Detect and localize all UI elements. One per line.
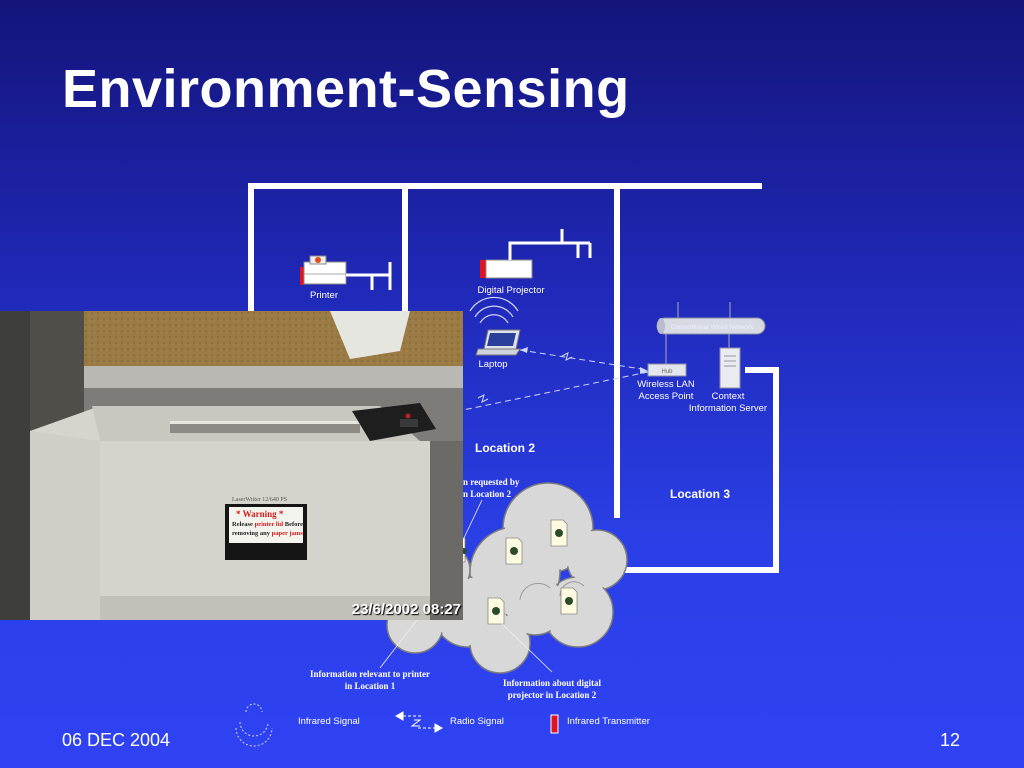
radio-waves-icon bbox=[469, 296, 519, 324]
network-label: Conventional Wired Network bbox=[671, 324, 754, 331]
server-icon bbox=[719, 347, 741, 389]
legend-radio-signal: Radio Signal bbox=[450, 716, 504, 727]
room-walls bbox=[248, 183, 779, 573]
document-icon bbox=[550, 519, 568, 547]
slide-date: 06 DEC 2004 bbox=[62, 730, 171, 750]
printer-cable bbox=[346, 262, 392, 290]
document-icon bbox=[487, 597, 505, 625]
requested-text-1: n requested by bbox=[463, 477, 520, 487]
info-printer-2: in Location 1 bbox=[345, 681, 396, 691]
server-label-2: Information Server bbox=[689, 403, 767, 414]
requested-text-2: n Location 2 bbox=[463, 489, 512, 499]
printer-label: Printer bbox=[310, 290, 338, 301]
location-3-label: Location 3 bbox=[670, 487, 730, 501]
radio-signal-icon bbox=[394, 711, 444, 733]
printer-icon bbox=[300, 255, 347, 285]
radio-signal-lines bbox=[462, 349, 649, 411]
printer-brand-label: LaserWriter 12/640 PS bbox=[232, 497, 288, 503]
warning-line-2: removing any paper jams. bbox=[232, 530, 304, 537]
warning-text: removing any bbox=[232, 530, 272, 537]
laptop-label: Laptop bbox=[478, 359, 507, 370]
wlan-label-2: Access Point bbox=[639, 391, 694, 402]
printer-photo-art bbox=[0, 311, 463, 620]
radio-arrow bbox=[640, 367, 648, 374]
infrared-transmitter-icon bbox=[550, 714, 559, 734]
warning-text: . bbox=[302, 530, 305, 537]
hub-label: Hub bbox=[661, 369, 673, 375]
warning-text: Before bbox=[283, 521, 304, 528]
printer-photo: LaserWriter 12/640 PS * Warning * Releas… bbox=[0, 311, 463, 620]
document-icon bbox=[505, 537, 523, 565]
slide-page-number: 12 bbox=[939, 730, 960, 750]
warning-text-red: paper jams bbox=[271, 530, 303, 537]
hub-icon: Hub bbox=[647, 363, 687, 377]
info-printer-1: Information relevant to printer bbox=[310, 669, 430, 679]
photo-timestamp: 23/6/2002 08:27 bbox=[351, 601, 461, 618]
info-projector-1: Information about digital bbox=[503, 678, 602, 688]
radio-zigzag bbox=[477, 352, 573, 403]
server-label-1: Context bbox=[712, 391, 745, 402]
radio-arrow bbox=[520, 347, 528, 353]
cloud-inner-lines bbox=[519, 581, 585, 601]
warning-text: Release bbox=[232, 521, 255, 528]
projector-cable bbox=[508, 229, 592, 260]
warning-line-1: Release printer lid Before bbox=[232, 521, 303, 528]
legend-infrared-signal: Infrared Signal bbox=[298, 716, 360, 727]
location-2-label: Location 2 bbox=[475, 441, 535, 455]
wlan-label-1: Wireless LAN bbox=[637, 379, 695, 390]
warning-title: * Warning * bbox=[236, 509, 284, 519]
slide-title: Environment-Sensing bbox=[62, 59, 630, 119]
wired-network: Conventional Wired Network bbox=[656, 302, 766, 364]
document-icon bbox=[560, 587, 578, 615]
projector-icon bbox=[480, 259, 533, 279]
laptop-icon bbox=[475, 329, 521, 356]
infrared-signal-icon bbox=[235, 703, 273, 747]
warning-text-red: printer lid bbox=[254, 521, 284, 528]
legend-infrared-transmitter: Infrared Transmitter bbox=[567, 716, 650, 727]
projector-label: Digital Projector bbox=[477, 285, 544, 296]
info-projector-2: projector in Location 2 bbox=[508, 690, 597, 700]
